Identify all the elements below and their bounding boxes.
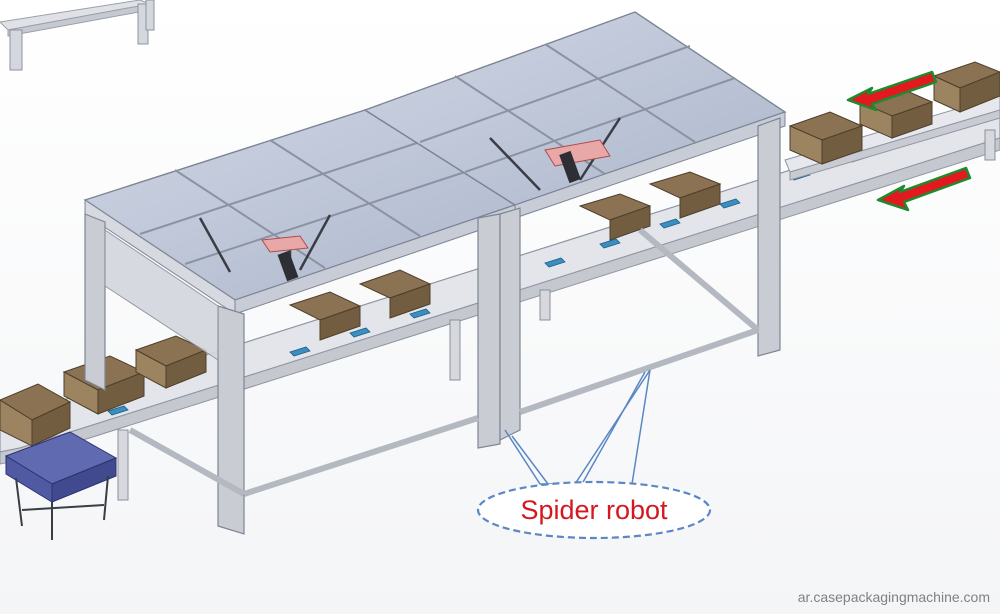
infeed-arrow-lower	[876, 166, 972, 212]
infeed-arrow-upper	[846, 70, 938, 112]
callout-label: Spider robot	[520, 495, 668, 525]
robot-frame-left	[83, 109, 517, 535]
callout-bubble: Spider robot	[476, 480, 712, 540]
collection-tray	[4, 431, 118, 540]
watermark-text: ar.casepackagingmachine.com	[798, 589, 990, 605]
robot-frame-right	[363, 11, 787, 441]
cartons	[0, 61, 1000, 447]
background-conveyor	[0, 0, 155, 71]
